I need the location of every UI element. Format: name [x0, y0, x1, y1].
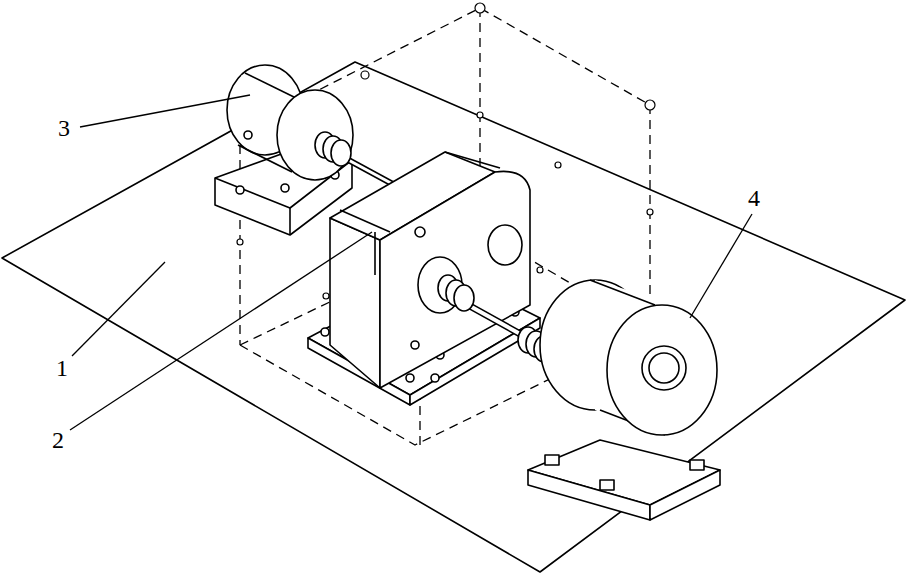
bolt-hole — [361, 71, 369, 79]
callout-number: 4 — [748, 186, 760, 210]
bolt — [244, 131, 252, 139]
gearbox-hole — [488, 225, 522, 265]
motor-edge — [590, 280, 655, 305]
coupling-ring — [331, 140, 351, 166]
motor-foot — [600, 480, 614, 490]
leader-lines — [70, 95, 752, 430]
flange-line — [374, 232, 376, 275]
callout-number: 1 — [56, 356, 68, 380]
motor-foot — [690, 460, 704, 470]
leader-line — [690, 214, 752, 318]
bolt — [415, 227, 425, 237]
motor-front — [607, 305, 717, 435]
base-plate — [2, 62, 905, 572]
bolt-hole — [237, 239, 243, 245]
leader-line — [70, 232, 372, 430]
motor-base-edge — [528, 470, 650, 520]
leader-line — [72, 262, 165, 356]
drum-front — [277, 90, 353, 180]
drum-base-edge — [289, 208, 291, 235]
flange-line — [445, 152, 500, 168]
bolt — [236, 186, 244, 194]
dashed-edge — [649, 105, 650, 330]
bolt — [411, 341, 419, 349]
motor-end-ring — [642, 346, 686, 390]
gearbox — [308, 152, 554, 405]
bolt — [431, 374, 439, 382]
leader-line — [80, 95, 250, 127]
motor-foot — [545, 455, 559, 465]
coupling-ring — [454, 285, 474, 311]
bolt-hole — [647, 209, 653, 215]
gearbox-front — [380, 171, 530, 388]
bolt-hole — [477, 112, 483, 118]
callout-number: 3 — [58, 116, 70, 140]
callout-number: 2 — [52, 428, 64, 452]
bolt-hole — [645, 100, 655, 110]
flange-line — [340, 210, 390, 232]
bolt-hole — [475, 3, 485, 13]
bolt-hole — [323, 293, 329, 299]
dashed-edge — [239, 130, 240, 345]
bolt — [406, 374, 414, 382]
motor-end-ring — [649, 353, 679, 383]
motor-base-edge — [650, 470, 720, 520]
bolt — [321, 328, 329, 336]
bolt — [281, 184, 289, 192]
bolt-hole — [555, 162, 561, 168]
bolt-hole — [537, 267, 543, 273]
drum-edge — [245, 73, 296, 98]
